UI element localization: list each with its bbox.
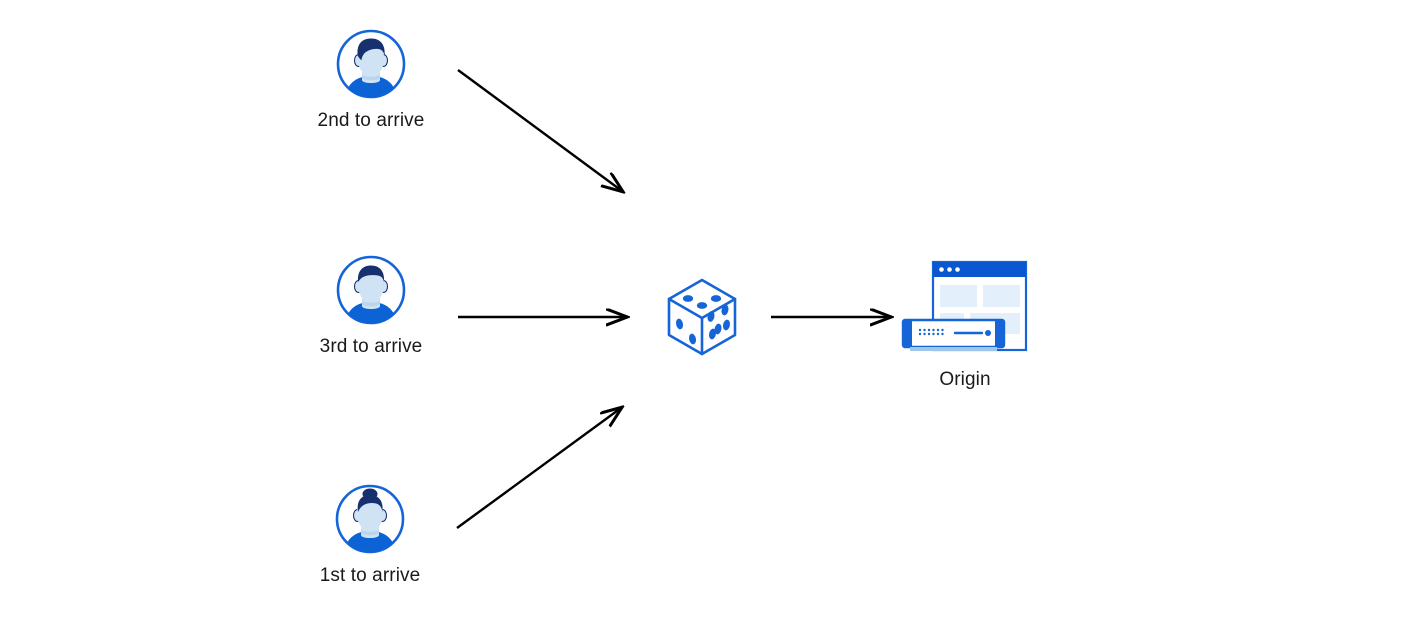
user-avatar-icon <box>334 483 406 555</box>
user-avatar-icon <box>335 254 407 326</box>
node-user-third: 3rd to arrive <box>301 254 441 358</box>
origin-server-icon <box>900 258 1030 363</box>
server-appliance-icon <box>901 318 1006 351</box>
arrow-second-to-dice <box>457 69 622 191</box>
node-label-user-first: 1st to arrive <box>319 565 421 586</box>
node-randomizer <box>657 272 747 372</box>
node-label-user-second: 2nd to arrive <box>317 110 425 131</box>
node-label-origin: Origin <box>939 369 991 390</box>
user-avatar-icon <box>335 28 407 100</box>
arrow-first-to-dice <box>456 408 621 529</box>
node-user-second: 2nd to arrive <box>301 28 441 132</box>
dice-icon <box>657 272 747 362</box>
node-user-first: 1st to arrive <box>300 483 440 587</box>
node-origin: Origin <box>900 258 1030 391</box>
node-label-user-third: 3rd to arrive <box>319 336 423 357</box>
